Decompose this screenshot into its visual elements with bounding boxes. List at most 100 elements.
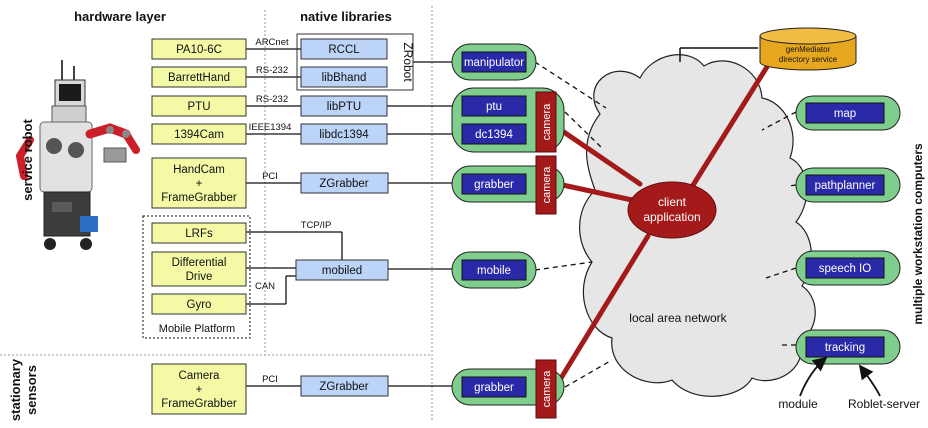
workstations-label: multiple workstation computers bbox=[911, 143, 925, 325]
lib-zgrabber-2-label: ZGrabber bbox=[319, 381, 368, 393]
lib-mobiled: mobiled bbox=[295, 259, 389, 281]
module-manipulator-label: manipulator bbox=[464, 57, 524, 69]
sensors-label: sensors bbox=[24, 365, 39, 415]
hw-1394cam-label: 1394Cam bbox=[174, 129, 224, 141]
workstation-modules: map pathplanner speech IO tracking bbox=[805, 102, 885, 358]
tcpip-label: TCP/IP bbox=[301, 220, 332, 231]
pci-label-b: PCI bbox=[262, 374, 278, 385]
can-label: CAN bbox=[255, 281, 275, 292]
module-map: map bbox=[805, 102, 885, 124]
connection-labels: ARCnet RS-232 RS-232 IEEE1394 PCI TCP/IP… bbox=[249, 37, 332, 385]
hw-drive: Differential Drive bbox=[151, 251, 247, 287]
camera-tag-2: camera bbox=[535, 155, 557, 215]
zrobot-label: ZRobot bbox=[401, 42, 415, 82]
hw-camera-fg-line-2: + bbox=[196, 384, 203, 396]
legend-module-label: module bbox=[778, 397, 818, 411]
mobile-platform-group: Mobile Platform bbox=[142, 215, 251, 339]
hw-drive-line-2: Drive bbox=[186, 271, 213, 283]
hw-barrett-label: BarrettHand bbox=[168, 72, 230, 84]
lib-libptu: libPTU bbox=[300, 95, 388, 117]
rs232-label-a: RS-232 bbox=[256, 65, 288, 76]
hw-gyro-label: Gyro bbox=[187, 299, 212, 311]
module-grabber-2: grabber bbox=[461, 376, 527, 398]
hw-pa10: PA10-6C bbox=[151, 38, 247, 60]
camera-tag-1: camera bbox=[535, 91, 557, 153]
hw-handcam-line-1: HandCam bbox=[173, 164, 225, 176]
robot-modules: manipulator ptu dc1394 grabber mobile gr… bbox=[461, 51, 527, 398]
module-dc1394: dc1394 bbox=[461, 123, 527, 145]
hardware-boxes: PA10-6C BarrettHand PTU 1394Cam HandCam … bbox=[151, 38, 247, 415]
hw-drive-line-1: Differential bbox=[172, 257, 227, 269]
module-grabber-1-label: grabber bbox=[474, 179, 514, 191]
hw-pa10-label: PA10-6C bbox=[176, 44, 222, 56]
hw-lrfs-label: LRFs bbox=[185, 228, 213, 240]
cloud-label: local area network bbox=[629, 311, 727, 325]
zrobot-group: ZRobot bbox=[296, 33, 415, 91]
module-pathplanner-label: pathplanner bbox=[815, 180, 876, 192]
module-mobile: mobile bbox=[461, 259, 527, 281]
ieee1394-label: IEEE1394 bbox=[249, 122, 292, 133]
hw-camera-fg-line-3: FrameGrabber bbox=[161, 398, 237, 410]
hw-lrfs: LRFs bbox=[151, 222, 247, 244]
module-map-label: map bbox=[834, 108, 856, 120]
module-tracking-label: tracking bbox=[825, 342, 865, 354]
module-grabber-1: grabber bbox=[461, 173, 527, 195]
client-application: client application bbox=[627, 181, 717, 239]
module-dc1394-label: dc1394 bbox=[475, 129, 513, 141]
gen-mediator-database: genMediator directory service bbox=[679, 27, 857, 71]
module-speechio-label: speech IO bbox=[819, 263, 871, 275]
pci-label-a: PCI bbox=[262, 171, 278, 182]
mediator-name: genMediator bbox=[786, 45, 831, 54]
client-line-1: client bbox=[658, 195, 687, 209]
connectors bbox=[246, 48, 463, 387]
camera-tag-3-label: camera bbox=[541, 370, 553, 408]
hw-barrett: BarrettHand bbox=[151, 66, 247, 88]
legend-roblet-label: Roblet-server bbox=[848, 397, 920, 411]
module-grabber-2-label: grabber bbox=[474, 382, 514, 394]
service-robot-label: service robot bbox=[20, 119, 35, 201]
camera-tag-1-label: camera bbox=[541, 103, 553, 141]
lib-zgrabber-1: ZGrabber bbox=[300, 172, 389, 194]
hardware-layer-header: hardware layer bbox=[74, 9, 166, 24]
lib-libdc1394: libdc1394 bbox=[300, 123, 388, 145]
lib-libdc1394-label: libdc1394 bbox=[319, 129, 369, 141]
module-speechio: speech IO bbox=[805, 257, 885, 279]
module-mobile-label: mobile bbox=[477, 265, 511, 277]
hw-camera-fg-line-1: Camera bbox=[179, 370, 221, 382]
client-links bbox=[555, 59, 773, 386]
camera-tag-3: camera bbox=[535, 359, 557, 419]
lib-rccl: RCCL bbox=[300, 38, 388, 60]
lib-zgrabber-2: ZGrabber bbox=[300, 375, 389, 397]
lib-libbhand-label: libBhand bbox=[322, 72, 367, 84]
mediator-subtitle: directory service bbox=[779, 55, 838, 64]
lib-zgrabber-1-label: ZGrabber bbox=[319, 178, 368, 190]
rs232-label-b: RS-232 bbox=[256, 94, 288, 105]
module-ptu: ptu bbox=[461, 95, 527, 117]
lib-libptu-label: libPTU bbox=[327, 101, 362, 113]
hw-gyro: Gyro bbox=[151, 293, 247, 315]
module-manipulator: manipulator bbox=[461, 51, 527, 73]
hw-handcam-line-3: FrameGrabber bbox=[161, 192, 237, 204]
module-ptu-label: ptu bbox=[486, 101, 502, 113]
camera-tags: camera camera camera bbox=[535, 91, 557, 419]
legend: module Roblet-server bbox=[778, 356, 920, 411]
hw-1394cam: 1394Cam bbox=[151, 123, 247, 145]
lib-libbhand: libBhand bbox=[300, 66, 388, 88]
arcnet-label: ARCnet bbox=[255, 37, 289, 48]
hw-camera-fg: Camera + FrameGrabber bbox=[151, 363, 247, 415]
camera-tag-2-label: camera bbox=[541, 166, 553, 204]
hw-handcam: HandCam + FrameGrabber bbox=[151, 157, 247, 209]
lib-rccl-label: RCCL bbox=[328, 44, 360, 56]
dashed-network-links bbox=[534, 61, 797, 388]
mobile-platform-label: Mobile Platform bbox=[159, 323, 235, 335]
module-pathplanner: pathplanner bbox=[805, 174, 885, 196]
service-robot-illustration bbox=[15, 60, 140, 250]
module-tracking: tracking bbox=[805, 336, 885, 358]
hw-handcam-line-2: + bbox=[196, 178, 203, 190]
hw-ptu-label: PTU bbox=[188, 101, 211, 113]
hw-ptu: PTU bbox=[151, 95, 247, 117]
stationary-label: stationary bbox=[8, 358, 23, 421]
lib-mobiled-label: mobiled bbox=[322, 265, 362, 277]
library-boxes: RCCL libBhand libPTU libdc1394 ZGrabber … bbox=[295, 38, 389, 397]
